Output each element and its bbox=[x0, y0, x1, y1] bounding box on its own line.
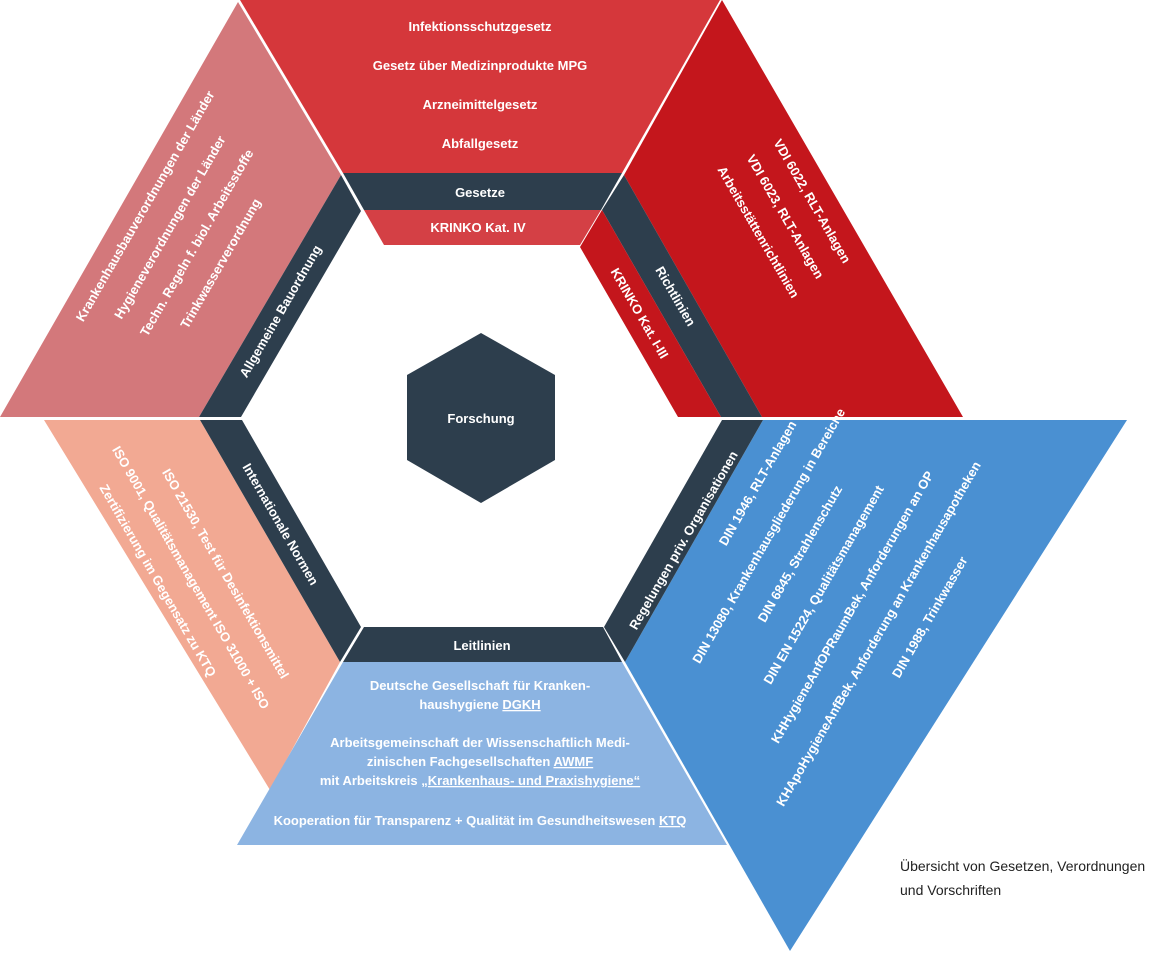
richtlinien-band bbox=[602, 175, 762, 417]
organisationen-band bbox=[604, 420, 763, 662]
leitlinien-panel bbox=[237, 662, 727, 845]
krinko-iv-band bbox=[364, 210, 601, 245]
dgkh-link[interactable]: DGKH bbox=[502, 697, 540, 712]
krinko-iv-label: KRINKO Kat. IV bbox=[430, 220, 526, 235]
gesetze-item-3: Arzneimittelgesetz bbox=[423, 97, 538, 112]
bauordnung-band bbox=[199, 175, 361, 417]
dgkh-line-2: haushygiene DGKH bbox=[419, 697, 540, 712]
leitlinien-band-label: Leitlinien bbox=[453, 638, 510, 653]
caption-line-2: und Vorschriften bbox=[900, 882, 1002, 898]
gesetze-item-4: Abfallgesetz bbox=[442, 136, 519, 151]
krinko-i-iii-band bbox=[580, 210, 721, 417]
forschung-label: Forschung bbox=[447, 411, 514, 426]
leitlinien-band bbox=[343, 627, 622, 662]
normen-band bbox=[200, 420, 361, 662]
gesetze-item-2: Gesetz über Medizinprodukte MPG bbox=[373, 58, 588, 73]
organisationen-panel bbox=[625, 420, 1127, 951]
forschung-hexagon bbox=[407, 333, 555, 503]
dgkh-line-1: Deutsche Gesellschaft für Kranken- bbox=[370, 678, 590, 693]
caption-line-1: Übersicht von Gesetzen, Verordnungen bbox=[900, 858, 1146, 874]
awmf-line-1: Arbeitsgemeinschaft der Wissenschaftlich… bbox=[330, 735, 630, 750]
arbeitskreis-link[interactable]: „Krankenhaus- und Praxishygiene“ bbox=[421, 773, 640, 788]
awmf-line-3: mit Arbeitskreis „Krankenhaus- und Praxi… bbox=[320, 773, 640, 788]
gesetze-band-label: Gesetze bbox=[455, 185, 505, 200]
gesetze-item-1: Infektionsschutzgesetz bbox=[408, 19, 552, 34]
awmf-link[interactable]: AWMF bbox=[553, 754, 593, 769]
gesetze-panel bbox=[240, 0, 720, 173]
bauordnung-panel bbox=[0, 2, 341, 417]
ktq-line: Kooperation für Transparenz + Qualität i… bbox=[274, 813, 687, 828]
awmf-line-2: zinischen Fachgesellschaften AWMF bbox=[367, 754, 593, 769]
gesetze-band bbox=[343, 173, 622, 210]
normen-panel bbox=[44, 420, 340, 790]
richtlinien-panel bbox=[624, 0, 963, 417]
ktq-link[interactable]: KTQ bbox=[659, 813, 686, 828]
caption: Übersicht von Gesetzen, Verordnungen und… bbox=[900, 854, 1170, 902]
